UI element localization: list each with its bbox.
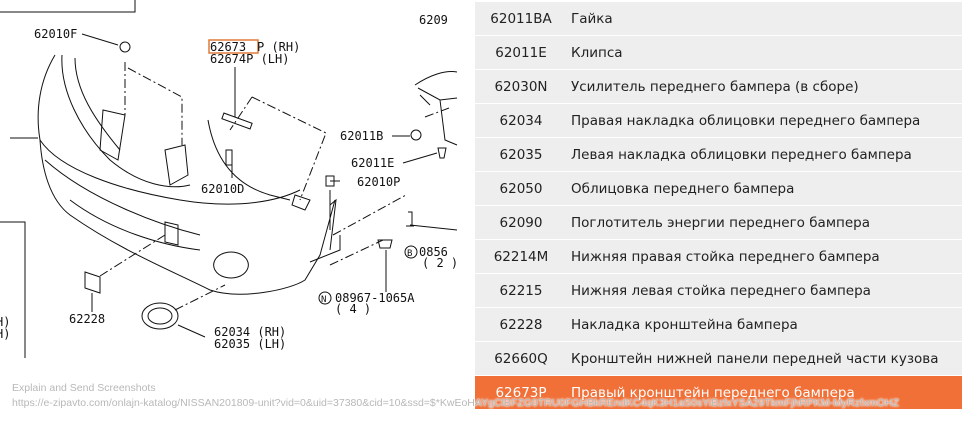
label-62010D[interactable]: 62010D — [201, 182, 244, 196]
part-name: Нижняя левая стойка переднего бампера — [571, 282, 871, 299]
part-name: Левая накладка облицовки переднего бампе… — [571, 146, 912, 163]
nut-icon — [410, 129, 422, 141]
part-code: 62215 — [499, 282, 543, 299]
parts-table: 62011BA Гайка 62011E Клипса 62030N Усилител… — [475, 2, 962, 410]
table-row[interactable]: 62034 Правая накладка облицовки переднего… — [475, 104, 962, 138]
label-lh-fragment: H) — [0, 327, 10, 341]
label-08967-1065A[interactable]: 08967-1065A — [335, 291, 415, 305]
part-name: Кронштейн нижней панели передней части к… — [571, 350, 939, 367]
mark-n-text: N — [321, 295, 326, 305]
label-08967-qty: ( 4 ) — [335, 302, 371, 316]
table-row[interactable]: 62090 Поглотитель энергии переднего бампе… — [475, 206, 962, 240]
label-62011E[interactable]: 62011E — [351, 156, 394, 170]
part-code: 62673P — [495, 384, 547, 401]
label-62228[interactable]: 62228 — [69, 312, 105, 326]
part-code: 62050 — [499, 180, 543, 197]
part-name: Правая накладка облицовки переднего бамп… — [571, 112, 921, 129]
table-row[interactable]: 62050 Облицовка переднего бампера — [475, 172, 962, 206]
label-rh-fragment: H) — [0, 315, 10, 329]
mark-b — [404, 245, 418, 259]
bolt-icon — [406, 211, 414, 227]
label-62034[interactable]: 62034 (RH) — [214, 325, 286, 339]
clip-icon — [377, 239, 393, 249]
part-code: 62030N — [494, 78, 548, 95]
label-62011B[interactable]: 62011B — [340, 129, 383, 143]
part-code: 62035 — [499, 146, 543, 163]
mark-n — [318, 291, 332, 305]
part-name: Нижняя правая стойка переднего бампера — [571, 248, 880, 265]
table-row[interactable]: 62215 Нижняя левая стойка переднего бампе… — [475, 274, 962, 308]
clip-icon — [119, 41, 131, 53]
part-name: Накладка кронштейна бампера — [571, 316, 798, 333]
mark-b-text: B — [407, 249, 412, 259]
screw-icon — [225, 149, 233, 166]
overlay-title: Explain and Send Screenshots — [12, 382, 156, 394]
diagram-frame — [0, 0, 136, 13]
bracket-icon — [221, 112, 253, 130]
table-row[interactable]: 62660Q Кронштейн нижней панели передней ч… — [475, 342, 962, 376]
label-0856[interactable]: 0856 — [419, 245, 448, 259]
part-name: Клипса — [571, 44, 623, 61]
diagram-frame-left — [0, 221, 26, 358]
label-0856-qty: ( 2 ) — [422, 256, 458, 270]
table-row[interactable]: 62035 Левая накладка облицовки переднего … — [475, 138, 962, 172]
table-row[interactable]: 62214M Нижняя правая стойка переднего бам… — [475, 240, 962, 274]
table-row[interactable]: 62011E Клипса — [475, 36, 962, 70]
part-code: 62660Q — [494, 350, 548, 367]
part-name: Гайка — [571, 10, 613, 27]
label-62035[interactable]: 62035 (LH) — [214, 337, 286, 351]
bumper-drawing — [37, 54, 341, 295]
part-name: Правый кронштейн переднего бампера — [571, 384, 855, 401]
label-62010F[interactable]: 62010F — [34, 27, 77, 41]
part-code: 62228 — [499, 316, 543, 333]
clip-icon — [437, 147, 447, 159]
part-code: 62214M — [493, 248, 549, 265]
part-code: 62011BA — [490, 10, 552, 27]
fog-lamp-cover-icon — [141, 302, 179, 330]
cover-icon — [84, 271, 101, 294]
label-62674P[interactable]: 62674P (LH) — [210, 52, 289, 66]
part-name: Поглотитель энергии переднего бампера — [571, 214, 870, 231]
highlight-box — [208, 39, 259, 54]
label-6209[interactable]: 6209 — [419, 13, 448, 27]
overlay-url: https://e-zipavto.com/onlajn-katalog/NIS… — [12, 397, 900, 409]
part-code: 62090 — [499, 214, 543, 231]
label-62010P[interactable]: 62010P — [357, 175, 400, 189]
parts-diagram: 62010F 62673 P (RH) 62674P (LH) 6209 620… — [0, 0, 458, 358]
table-row[interactable]: 62030N Усилитель переднего бампера (в сбо… — [475, 70, 962, 104]
label-62673P-code[interactable]: 62673 — [210, 40, 246, 54]
part-code: 62011E — [495, 44, 547, 61]
reinforcement-drawing — [414, 71, 458, 146]
table-row-selected[interactable]: 62673P Правый кронштейн переднего бампера — [475, 376, 962, 410]
part-name: Облицовка переднего бампера — [571, 180, 795, 197]
label-62673P-rest[interactable]: P (RH) — [257, 40, 300, 54]
table-row[interactable]: 62011BA Гайка — [475, 2, 962, 36]
part-name: Усилитель переднего бампера (в сборе) — [571, 78, 859, 95]
table-row[interactable]: 62228 Накладка кронштейна бампера — [475, 308, 962, 342]
part-code: 62034 — [499, 112, 543, 129]
